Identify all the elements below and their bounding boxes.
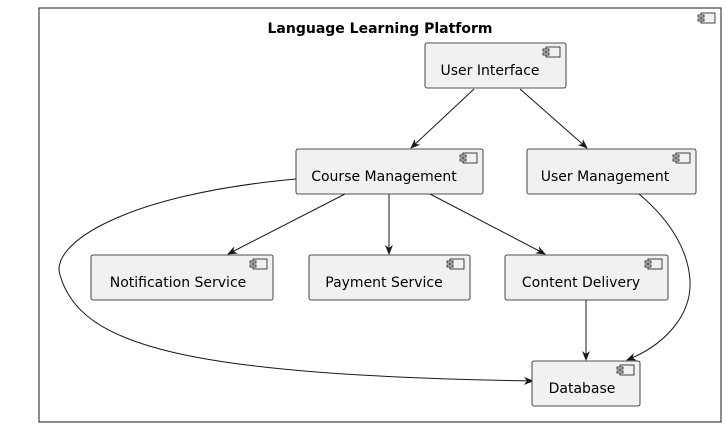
- component-icon: [672, 152, 691, 164]
- node-label: Notification Service: [110, 275, 247, 291]
- node-label: Payment Service: [325, 275, 442, 291]
- container-title: Language Learning Platform: [268, 21, 493, 37]
- component-icon: [459, 152, 478, 164]
- node-user-management[interactable]: User Management: [526, 148, 697, 195]
- edge-course-to-database: [58, 178, 534, 385]
- component-icon: [644, 258, 663, 270]
- component-icon: [616, 364, 635, 376]
- node-label: Database: [549, 381, 616, 397]
- node-label: Content Delivery: [522, 275, 640, 291]
- edge-course-to-notification: [227, 193, 346, 255]
- component-icon: [249, 258, 268, 270]
- node-course-management[interactable]: Course Management: [295, 148, 484, 195]
- node-notification-service[interactable]: Notification Service: [90, 254, 274, 301]
- node-payment-service[interactable]: Payment Service: [308, 254, 471, 301]
- component-icon: [542, 46, 561, 58]
- edge-ui-to-course-management: [410, 88, 475, 149]
- edge-ui-to-user-management: [519, 88, 588, 149]
- node-label: Course Management: [311, 169, 457, 185]
- node-label: User Management: [541, 169, 670, 185]
- component-icon: [697, 12, 716, 24]
- node-content-delivery[interactable]: Content Delivery: [504, 254, 669, 301]
- node-user-interface[interactable]: User Interface: [424, 42, 567, 89]
- node-database[interactable]: Database: [531, 360, 641, 407]
- edge-course-to-content-delivery: [429, 193, 546, 255]
- component-icon: [446, 258, 465, 270]
- edges: [58, 88, 691, 385]
- node-label: User Interface: [440, 63, 539, 79]
- edge-user-management-to-database: [626, 193, 691, 361]
- platform-container: Language Learning Platform: [38, 7, 722, 423]
